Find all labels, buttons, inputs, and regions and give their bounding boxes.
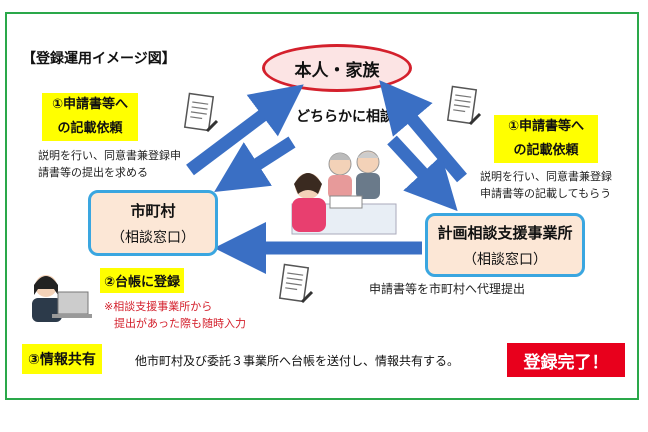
right-request-desc2: 申請書等の記載してもらう [480, 187, 612, 200]
left-request-line1: ①申請書等へ [51, 97, 128, 112]
planning-office-name: 計画相談支援事業所 [437, 223, 573, 242]
left-request-desc: 説明を行い、同意書兼登録申 請書等の提出を求める [38, 147, 181, 181]
left-request-desc2: 請書等の提出を求める [38, 166, 148, 179]
right-request-line2: の記載依頼 [513, 143, 579, 158]
share-desc: 他市町村及び委託３事業所へ台帳を送付し、情報共有する。 [135, 354, 460, 368]
right-request-label: ①申請書等へ の記載依頼 [494, 115, 598, 163]
registration-complete-badge: 登録完了！ [507, 343, 625, 377]
left-request-label: ①申請書等へ の記載依頼 [42, 93, 138, 141]
document-icon [278, 263, 314, 304]
arrow-consult-to-office [387, 135, 458, 212]
planning-office-sub: （相談窓口） [463, 251, 547, 268]
register-note: ※相談支援事業所から 提出があった際も随時入力 [104, 298, 246, 332]
register-note2: 提出があった際も随時入力 [114, 317, 246, 330]
left-request-desc1: 説明を行い、同意書兼登録申 [38, 149, 181, 162]
arrow-consult-to-municipality [214, 136, 296, 193]
planning-office-box: 計画相談支援事業所 （相談窓口） [425, 213, 585, 277]
consultation-illustration [291, 150, 397, 235]
proxy-submit-text: 申請書等を市町村へ代理提出 [369, 282, 526, 296]
consult-label: どちらかに相談 [296, 109, 394, 125]
left-request-line2: の記載依頼 [57, 121, 123, 136]
document-icon [183, 92, 219, 133]
arrow-municipality-to-person [186, 84, 304, 176]
municipality-name: 市町村 [130, 201, 176, 220]
municipality-box: 市町村 （相談窓口） [88, 190, 218, 256]
diagram-title: 【登録運用イメージ図】 [22, 51, 176, 67]
person-family-label: 本人・家族 [294, 60, 380, 81]
right-request-desc: 説明を行い、同意書兼登録 申請書等の記載してもらう [480, 168, 612, 202]
register-note1: ※相談支援事業所から [104, 300, 213, 313]
right-request-desc1: 説明を行い、同意書兼登録 [480, 170, 612, 183]
office-worker-illustration [32, 275, 92, 322]
municipality-sub: （相談窓口） [111, 229, 195, 246]
document-icon [446, 85, 482, 126]
share-label: ③情報共有 [22, 344, 102, 374]
register-label: ②台帳に登録 [100, 268, 185, 293]
right-request-line1: ①申請書等へ [507, 119, 584, 134]
